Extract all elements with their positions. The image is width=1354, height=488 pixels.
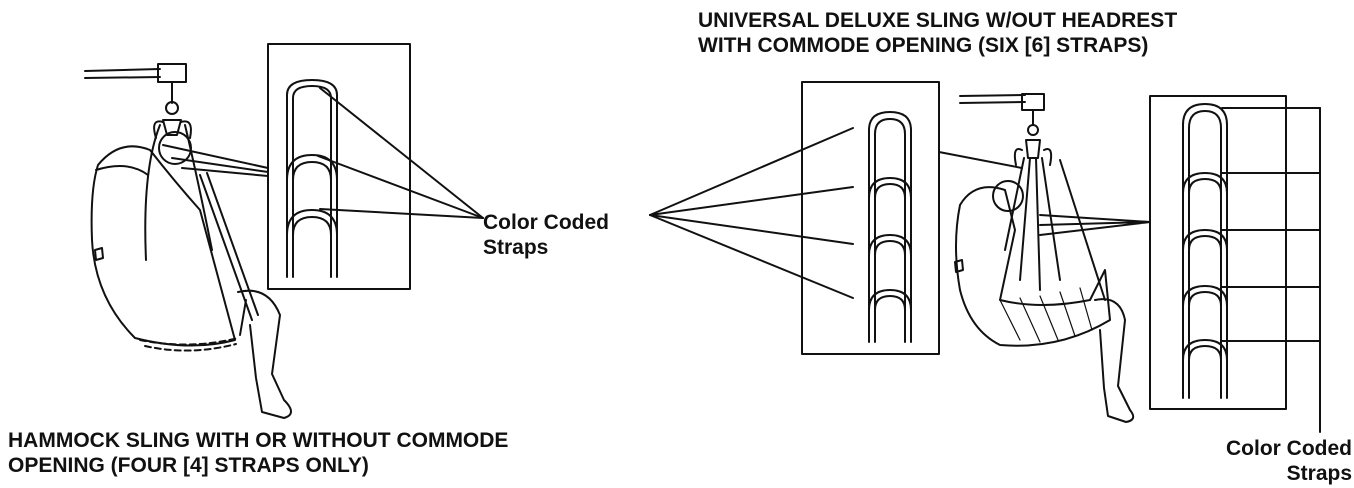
right-strap-detail-box — [1149, 95, 1287, 410]
universal-sling-title: UNIVERSAL DELUXE SLING W/OUT HEADREST WI… — [698, 9, 1178, 57]
hammock-sling-title: HAMMOCK SLING WITH OR WITHOUT COMMODE OP… — [8, 429, 509, 477]
hammock-sling-illustration — [84, 63, 292, 419]
universal-sling-illustration — [954, 93, 1151, 423]
center-callout-leaders — [317, 87, 854, 299]
right-color-coded-straps-label: Color Coded Straps — [1226, 437, 1352, 485]
center-color-coded-straps-label: Color Coded Straps — [483, 211, 609, 259]
left-strap-detail-box — [267, 43, 411, 290]
right-callout-leaders — [1221, 107, 1321, 433]
center-strap-detail-box — [801, 81, 1023, 355]
